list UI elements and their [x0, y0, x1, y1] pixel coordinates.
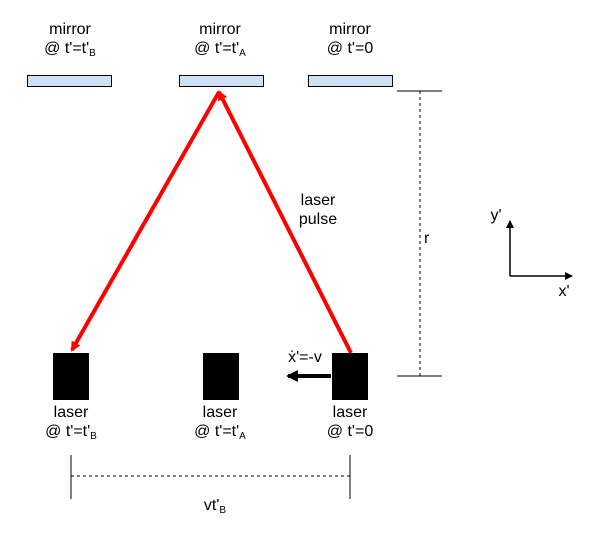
pulse-path-up — [217, 90, 353, 354]
mirror-label-0: mirror @ t'=0 — [300, 20, 400, 58]
mirror-label-0-line2: @ t'=0 — [326, 40, 374, 57]
mirror-a — [179, 75, 264, 87]
baseline-label-main: vt' — [203, 497, 220, 514]
mirror-label-a-line1: mirror — [199, 21, 241, 38]
mirror-0 — [308, 75, 393, 87]
pulse-path-down — [70, 91, 221, 352]
laser-label-a-line2: @ t'=t'A — [194, 423, 246, 442]
baseline-label-sub: B — [219, 505, 227, 516]
mirror-label-0-line1: mirror — [329, 21, 371, 38]
laser-label-b-line1: laser — [53, 404, 89, 421]
laser-label-0-line1: laser — [332, 404, 368, 421]
laser-label-b-line2: @ t'=t'B — [45, 423, 97, 442]
y-axis-label: y' — [490, 207, 502, 224]
mirror-label-b-sub: B — [89, 48, 96, 59]
laser-label-a-sub: A — [239, 431, 246, 442]
distance-label: r — [424, 230, 430, 247]
mirror-label-b-line1: mirror — [49, 21, 91, 38]
mirror-label-a-line2: @ t'=t'A — [194, 40, 246, 59]
mirror-b — [27, 75, 112, 87]
laser-label-b: laser @ t'=t'B — [21, 403, 121, 442]
laser-label-b-sub: B — [90, 431, 97, 442]
pulse-label-line1: laser — [300, 192, 336, 209]
mirror-label-a-sub: A — [239, 48, 246, 59]
pulse-label-line2: pulse — [298, 211, 338, 228]
laser-b — [53, 353, 89, 400]
x-axis-label: x' — [558, 283, 570, 300]
laser-label-0-line2: @ t'=0 — [326, 423, 374, 440]
laser-label-0: laser @ t'=0 — [300, 403, 400, 441]
laser-label-a: laser @ t'=t'A — [170, 403, 270, 442]
mirror-label-b: mirror @ t'=t'B — [20, 20, 120, 59]
laser-a — [203, 353, 239, 400]
mirror-label-a: mirror @ t'=t'A — [170, 20, 270, 59]
mirror-label-b-line2: @ t'=t'B — [44, 40, 96, 59]
baseline-label: vt'B — [175, 496, 255, 516]
laser-label-a-line1: laser — [202, 404, 238, 421]
velocity-label: ẋ'=-v — [288, 349, 322, 366]
pulse-label: laser pulse — [278, 191, 358, 229]
laser-0 — [332, 353, 368, 400]
